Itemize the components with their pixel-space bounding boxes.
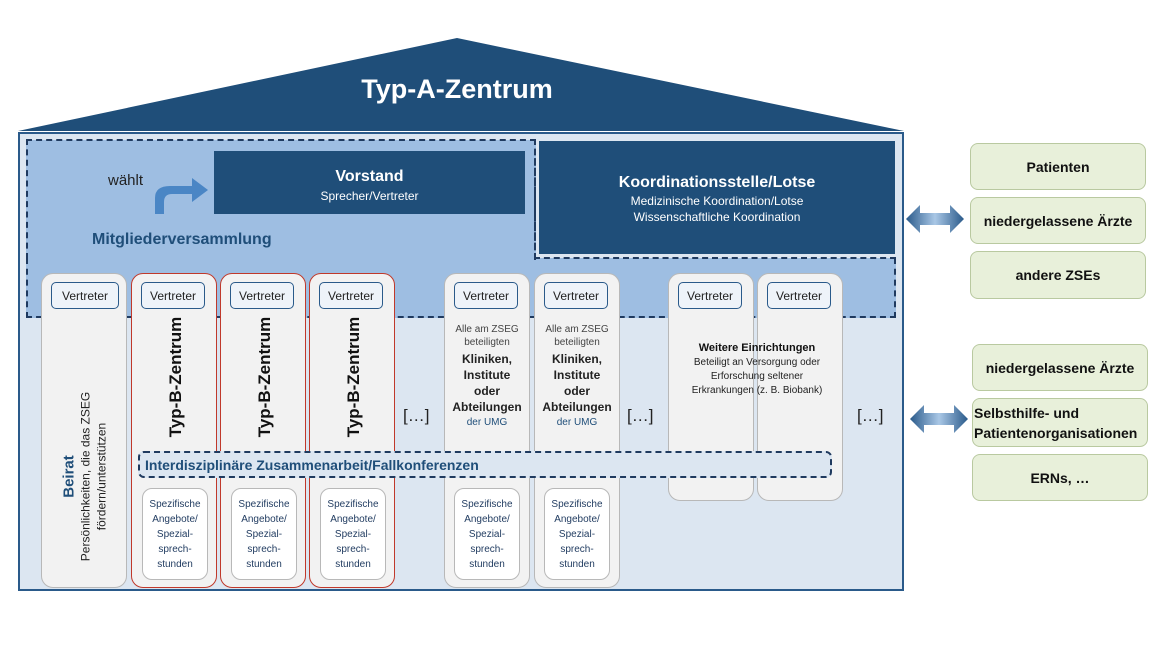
spezial-angebote-text: Spezifische Angebote/ Spezial- sprech- s…: [461, 498, 513, 570]
typb-column-2: Vertreter Typ-B-Zentrum Spezifische Ange…: [220, 273, 306, 588]
kliniken-bold: Kliniken, Institute oder Abteilungen: [452, 352, 522, 414]
spezial-angebote-text: Spezifische Angebote/ Spezial- sprech- s…: [149, 498, 201, 570]
vertreter-badge: Vertreter: [319, 282, 383, 309]
spezial-angebote-box: Spezifische Angebote/ Spezial- sprech- s…: [454, 488, 520, 580]
vertreter-badge: Vertreter: [678, 282, 742, 309]
vertreter-badge: Vertreter: [51, 282, 119, 309]
typb-label: Typ-B-Zentrum: [344, 316, 363, 438]
typb-column-3: Vertreter Typ-B-Zentrum Spezifische Ange…: [309, 273, 395, 588]
typb-label: Typ-B-Zentrum: [166, 316, 185, 438]
center-title: Typ-A-Zentrum: [361, 74, 553, 104]
right-box-aerzte-top: niedergelassene Ärzte: [970, 197, 1146, 244]
kliniken-umg: der UMG: [556, 417, 598, 428]
kliniken-top: Alle am ZSEG beteiligten: [455, 324, 519, 348]
ellipsis-1: […]: [403, 406, 430, 425]
kliniken-column-2: Vertreter Alle am ZSEG beteiligten Klini…: [534, 273, 620, 588]
vorstand-subtitle: Sprecher/Vertreter: [320, 189, 419, 203]
beirat-title: Beirat: [60, 455, 78, 498]
ellipsis-2: […]: [627, 406, 654, 425]
vertreter-badge: Vertreter: [141, 282, 205, 309]
beirat-text: Beirat Persönlichkeiten, die das ZSEG fö…: [61, 364, 110, 590]
double-arrow-icon: [906, 205, 964, 233]
kliniken-text: Alle am ZSEG beteiligten Kliniken, Insti…: [445, 323, 529, 428]
koordinationsstelle-line2: Wissenschaftliche Koordination: [633, 210, 801, 224]
vorstand-title: Vorstand: [335, 168, 404, 185]
kliniken-column-1: Vertreter Alle am ZSEG beteiligten Klini…: [444, 273, 530, 588]
vorstand-box: Vorstand Sprecher/Vertreter: [214, 151, 525, 214]
vertreter-badge: Vertreter: [230, 282, 294, 309]
spezial-angebote-box: Spezifische Angebote/ Spezial- sprech- s…: [231, 488, 297, 580]
spezial-angebote-box: Spezifische Angebote/ Spezial- sprech- s…: [142, 488, 208, 580]
right-box-selbsthilfe: Selbsthilfe- und Patientenorganisationen: [972, 398, 1148, 447]
interdisziplinaer-band: Interdisziplinäre Zusammenarbeit/Fallkon…: [138, 451, 832, 478]
spezial-angebote-text: Spezifische Angebote/ Spezial- sprech- s…: [238, 498, 290, 570]
beirat-description: Persönlichkeiten, die das ZSEG fördern/u…: [78, 391, 109, 562]
roof: [18, 38, 904, 131]
mv-dashed-border-divider: [534, 139, 536, 260]
right-box-aerzte-bottom: niedergelassene Ärzte: [972, 344, 1148, 391]
spezial-angebote-text: Spezifische Angebote/ Spezial- sprech- s…: [551, 498, 603, 570]
waehlt-label: wählt: [108, 172, 144, 189]
vertreter-badge: Vertreter: [544, 282, 608, 309]
ellipsis-3: […]: [857, 406, 884, 425]
vertreter-badge: Vertreter: [767, 282, 831, 309]
kliniken-top: Alle am ZSEG beteiligten: [545, 324, 609, 348]
right-box-andere-zses: andere ZSEs: [970, 251, 1146, 299]
weitere-description: Beteiligt an Versorgung oder Erforschung…: [691, 357, 823, 396]
typb-column-1: Vertreter Typ-B-Zentrum Spezifische Ange…: [131, 273, 217, 588]
curved-arrow-icon: [155, 178, 208, 214]
spezial-angebote-text: Spezifische Angebote/ Spezial- sprech- s…: [327, 498, 379, 570]
koordinationsstelle-title: Koordinationsstelle/Lotse: [618, 174, 816, 191]
koordinationsstelle-line1: Medizinische Koordination/Lotse: [630, 194, 804, 208]
double-arrow-icon: [910, 405, 968, 433]
kliniken-umg: der UMG: [466, 417, 508, 428]
right-box-erns: ERNs, …: [972, 454, 1148, 501]
kliniken-text: Alle am ZSEG beteiligten Kliniken, Insti…: [535, 323, 619, 428]
weitere-einrichtungen-text: Weitere Einrichtungen Beteiligt an Verso…: [672, 342, 842, 398]
spezial-angebote-box: Spezifische Angebote/ Spezial- sprech- s…: [544, 488, 610, 580]
right-box-patienten: Patienten: [970, 143, 1146, 190]
weitere-title: Weitere Einrichtungen: [698, 342, 816, 354]
typb-label: Typ-B-Zentrum: [255, 316, 274, 438]
koordinationsstelle-box: Koordinationsstelle/Lotse Medizinische K…: [539, 141, 895, 254]
mv-dashed-border-step: [534, 257, 896, 259]
beirat-column: Vertreter Beirat Persönlichkeiten, die d…: [41, 273, 127, 588]
spezial-angebote-box: Spezifische Angebote/ Spezial- sprech- s…: [320, 488, 386, 580]
kliniken-bold: Kliniken, Institute oder Abteilungen: [542, 352, 612, 414]
mitgliederversammlung-label: Mitgliederversammlung: [92, 231, 272, 248]
vertreter-badge: Vertreter: [454, 282, 518, 309]
